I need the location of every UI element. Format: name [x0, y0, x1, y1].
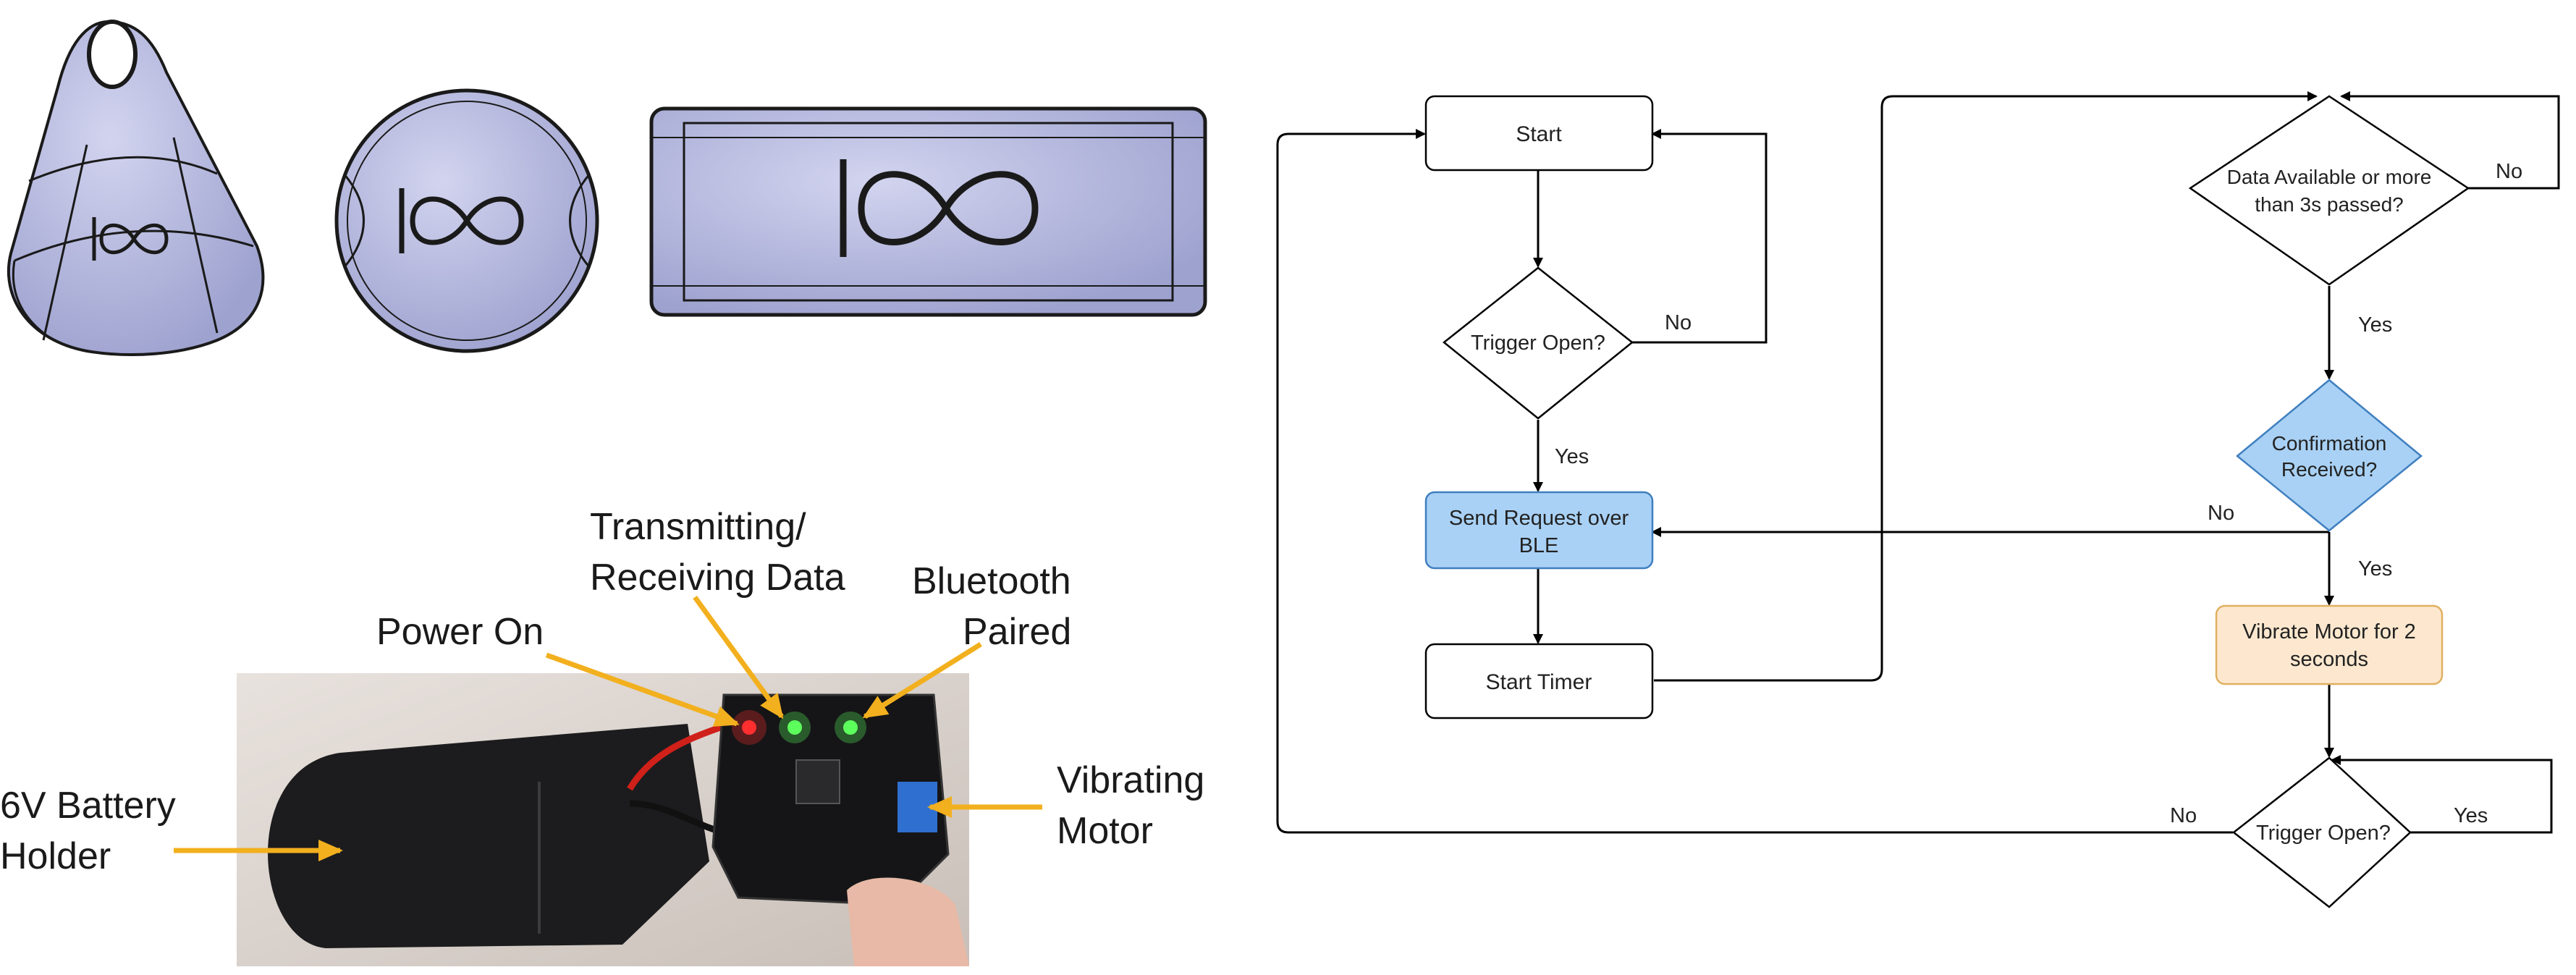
device-photo: [237, 673, 969, 966]
infinity-logo-small: [92, 217, 169, 261]
vibrate-motor-node: Vibrate Motor for 2 seconds: [2215, 604, 2444, 685]
yes-label-3: Yes: [2358, 557, 2392, 581]
label-bluetooth-line2: Paired: [963, 611, 1071, 653]
flowchart: Start Trigger Open? No Yes Send Request …: [1276, 91, 2560, 908]
no-label-2: No: [2496, 160, 2522, 183]
no-label-3: No: [2208, 502, 2234, 525]
vibrate-line1: Vibrate Motor for 2: [2242, 620, 2416, 643]
infinity-logo-bar: [840, 159, 1039, 257]
yes-label-2: Yes: [2358, 313, 2392, 337]
label-battery-line1: 6V Battery: [0, 785, 176, 827]
label-vibrating-line1: Vibrating: [1057, 759, 1204, 801]
bar-case-render: [649, 106, 1207, 317]
start-timer-node: Start Timer: [1424, 643, 1654, 719]
label-bluetooth-line1: Bluetooth: [912, 560, 1071, 602]
no-label-1: No: [1665, 311, 1692, 334]
device-annotation-arrows: [174, 595, 1042, 861]
data-available-line2: than 3s passed?: [2255, 193, 2404, 216]
device-annotation-labels: Transmitting/ Receiving Data Bluetooth P…: [0, 506, 1204, 877]
no-label-4: No: [2170, 804, 2197, 827]
send-request-line2: BLE: [1519, 534, 1559, 557]
trigger-open-decision-1: Trigger Open?: [1442, 266, 1634, 420]
yes-label-1: Yes: [1555, 445, 1589, 468]
send-request-node: Send Request over BLE: [1424, 491, 1654, 570]
send-request-line1: Send Request over: [1449, 507, 1629, 530]
trigger-open-1-label: Trigger Open?: [1471, 332, 1605, 355]
label-power-on: Power On: [376, 611, 544, 653]
flowchart-connectors: [1276, 91, 2560, 834]
start-timer-label: Start Timer: [1486, 670, 1592, 694]
confirmation-line1: Confirmation: [2272, 432, 2387, 455]
trigger-open-decision-2: Trigger Open?: [2231, 756, 2412, 908]
trigger-open-2-label: Trigger Open?: [2256, 822, 2391, 845]
round-case-render: [334, 88, 599, 353]
battery-holder: [268, 724, 709, 948]
case-renders: [7, 20, 1207, 356]
label-battery-line2: Holder: [0, 835, 111, 877]
start-node: Start: [1424, 95, 1654, 172]
infinity-logo-round: [399, 188, 524, 253]
yes-label-4: Yes: [2454, 804, 2488, 827]
label-vibrating-line2: Motor: [1057, 810, 1153, 852]
confirmation-line2: Received?: [2281, 458, 2377, 481]
data-available-line1: Data Available or more: [2227, 166, 2432, 188]
label-transmitting-line2: Receiving Data: [590, 557, 845, 599]
data-available-decision: Data Available or more than 3s passed?: [2188, 95, 2470, 286]
teardrop-case-render: [7, 20, 265, 356]
vibrate-line2: seconds: [2290, 648, 2368, 671]
confirmation-decision: Confirmation Received?: [2236, 379, 2423, 532]
start-label: Start: [1516, 122, 1562, 146]
label-transmitting-line1: Transmitting/: [590, 506, 806, 548]
